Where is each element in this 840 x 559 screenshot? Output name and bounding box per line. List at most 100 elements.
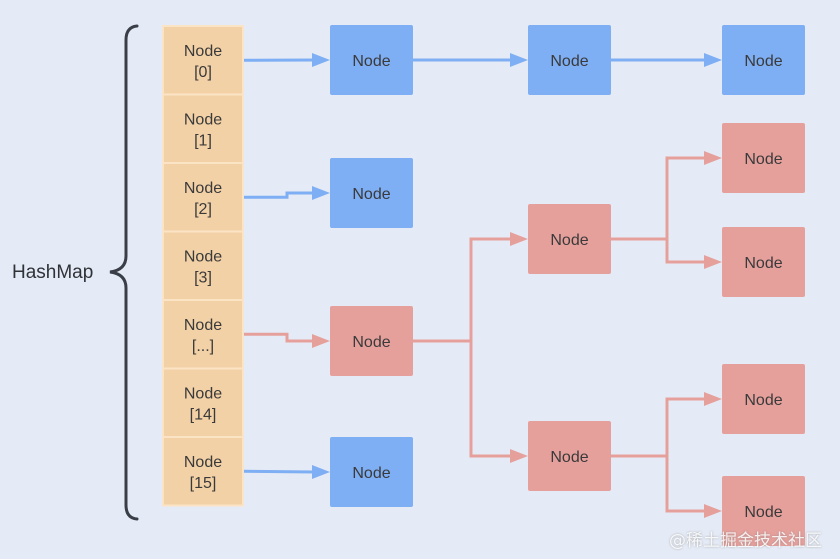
bucket-index: [...] xyxy=(192,338,214,355)
tree-link-arrow xyxy=(413,232,528,343)
bucket-cell: Node [14] xyxy=(162,367,244,438)
node-label: Node xyxy=(550,449,588,466)
tree-link-arrow xyxy=(611,454,722,518)
bucket-label: Node xyxy=(184,112,222,129)
node-label: Node xyxy=(352,465,390,482)
hashmap-label: HashMap xyxy=(12,262,93,283)
arrowhead-icon xyxy=(704,392,722,406)
node-label: Node xyxy=(352,186,390,203)
bucket-array: Node[0]Node[1]Node[2]Node[3]Node[...]Nod… xyxy=(162,25,244,507)
bucket-index: [14] xyxy=(190,407,217,424)
node-box xyxy=(330,158,413,228)
bucket-label: Node xyxy=(184,317,222,334)
node-box xyxy=(528,204,611,274)
node-box xyxy=(528,25,611,95)
tree-node: Node xyxy=(722,476,805,546)
list-link-arrow xyxy=(413,53,528,67)
tree-node: Node xyxy=(722,123,805,193)
bucket-cell: Node [3] xyxy=(162,230,244,301)
arrowhead-icon xyxy=(312,334,330,348)
node-box xyxy=(330,306,413,376)
arrowhead-icon xyxy=(510,449,528,463)
bucket-box xyxy=(162,93,244,164)
list-link-arrow xyxy=(611,53,722,67)
list-node: Node xyxy=(528,25,611,95)
bucket-label: Node xyxy=(184,249,222,266)
edge-line xyxy=(611,156,706,241)
bucket-index: [2] xyxy=(194,201,212,218)
bucket-box xyxy=(162,367,244,438)
tree-node: Node xyxy=(722,364,805,434)
tree-link-arrow xyxy=(611,237,722,269)
bucket-index: [15] xyxy=(190,475,217,492)
node-box xyxy=(528,421,611,491)
edge-line xyxy=(243,332,314,343)
node-label: Node xyxy=(352,53,390,70)
edge-line xyxy=(413,339,512,458)
node-label: Node xyxy=(744,392,782,409)
bucket-index: [3] xyxy=(194,270,212,287)
bucket-label: Node xyxy=(184,43,222,60)
node-label: Node xyxy=(352,334,390,351)
bucket-box xyxy=(162,25,244,96)
node-label: Node xyxy=(744,504,782,521)
node-box xyxy=(330,437,413,507)
node-label: Node xyxy=(744,53,782,70)
bucket-box xyxy=(162,162,244,233)
node-box xyxy=(722,227,805,297)
edge-line xyxy=(242,469,315,474)
node-label: Node xyxy=(550,232,588,249)
arrowhead-icon xyxy=(704,504,722,518)
list-link-arrow xyxy=(242,465,330,479)
arrowhead-icon xyxy=(704,151,722,165)
tree-link-arrow xyxy=(413,339,528,463)
list-link-arrow xyxy=(242,53,330,67)
node-box xyxy=(722,25,805,95)
arrowhead-icon xyxy=(312,186,330,200)
list-link-arrow xyxy=(243,186,330,200)
arrowhead-icon xyxy=(704,255,722,269)
bucket-cell: Node[15] xyxy=(162,436,244,507)
arrowhead-icon xyxy=(510,53,528,67)
node-label: Node xyxy=(550,53,588,70)
node-label: Node xyxy=(744,151,782,168)
bucket-index: [1] xyxy=(194,133,212,150)
tree-link-arrow xyxy=(243,332,330,348)
bucket-label: Node xyxy=(184,180,222,197)
edges-layer xyxy=(242,53,722,518)
bucket-cell: Node [...] xyxy=(162,299,244,370)
list-node: Node xyxy=(330,158,413,228)
bucket-box xyxy=(162,436,244,507)
arrowhead-icon xyxy=(510,232,528,246)
tree-node: Node xyxy=(528,421,611,491)
edge-line xyxy=(611,454,706,513)
bucket-box xyxy=(162,230,244,301)
edge-line xyxy=(243,191,314,199)
tree-link-arrow xyxy=(611,392,722,458)
list-node: Node xyxy=(330,437,413,507)
bucket-cell: Node[0] xyxy=(162,25,244,96)
node-box xyxy=(722,123,805,193)
bucket-label: Node xyxy=(184,386,222,403)
node-box xyxy=(722,364,805,434)
arrowhead-icon xyxy=(704,53,722,67)
bucket-box xyxy=(162,299,244,370)
bucket-cell: Node [2] xyxy=(162,162,244,233)
list-node: Node xyxy=(330,25,413,95)
edge-line xyxy=(611,237,706,264)
tree-node: Node xyxy=(528,204,611,274)
node-label: Node xyxy=(744,255,782,272)
node-box xyxy=(330,25,413,95)
tree-node: Node xyxy=(722,227,805,297)
watermark: @稀土掘金技术社区 xyxy=(669,531,822,551)
node-box xyxy=(722,476,805,546)
bucket-cell: Node [1] xyxy=(162,93,244,164)
list-node: Node xyxy=(722,25,805,95)
arrowhead-icon xyxy=(312,53,330,67)
edge-line xyxy=(611,397,706,458)
edge-line xyxy=(413,237,512,343)
arrowhead-icon xyxy=(312,465,330,479)
tree-link-arrow xyxy=(611,151,722,241)
